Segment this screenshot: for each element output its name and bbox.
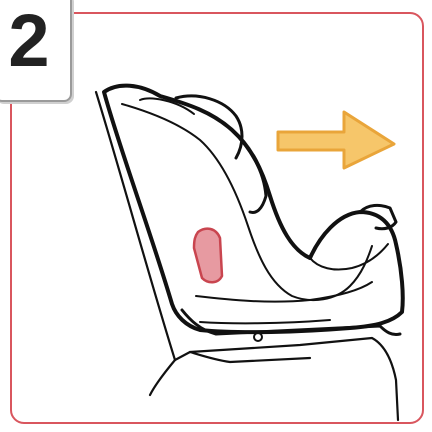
release-marker-icon	[194, 229, 222, 283]
arrow-right-icon	[278, 112, 394, 168]
